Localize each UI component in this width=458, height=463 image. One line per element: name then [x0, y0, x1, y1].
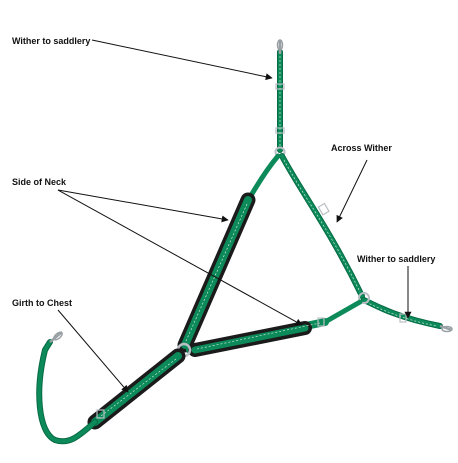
arrow-girth-to-chest [57, 309, 129, 393]
across-wither-strap [279, 153, 365, 299]
girth-strap [36, 339, 186, 445]
side-of-neck-strap [177, 153, 281, 353]
chest-strap [186, 299, 363, 357]
buckle [317, 317, 325, 327]
label-wither-to-saddlery-right: Wither to saddlery [357, 254, 436, 264]
label-wither-to-saddlery-top: Wither to saddlery [12, 36, 91, 46]
arrow-side-of-neck-upper [57, 189, 229, 223]
buckle [317, 202, 330, 216]
wither-strap-right [361, 297, 443, 329]
buckle [275, 127, 285, 134]
arrow-side-of-neck-lower [57, 189, 303, 326]
label-side-of-neck: Side of Neck [12, 177, 67, 187]
arrow-across-wither [336, 159, 368, 223]
snap-hook-left [49, 331, 63, 343]
label-girth-to-chest: Girth to Chest [12, 298, 72, 308]
right-ring [358, 292, 370, 304]
buckle [96, 409, 105, 419]
arrow-wither-to-saddlery-top [91, 39, 273, 81]
snap-hook-right [439, 324, 453, 333]
buckle [275, 83, 285, 90]
label-across-wither: Across Wither [331, 143, 392, 153]
snap-hook-top [276, 39, 284, 54]
